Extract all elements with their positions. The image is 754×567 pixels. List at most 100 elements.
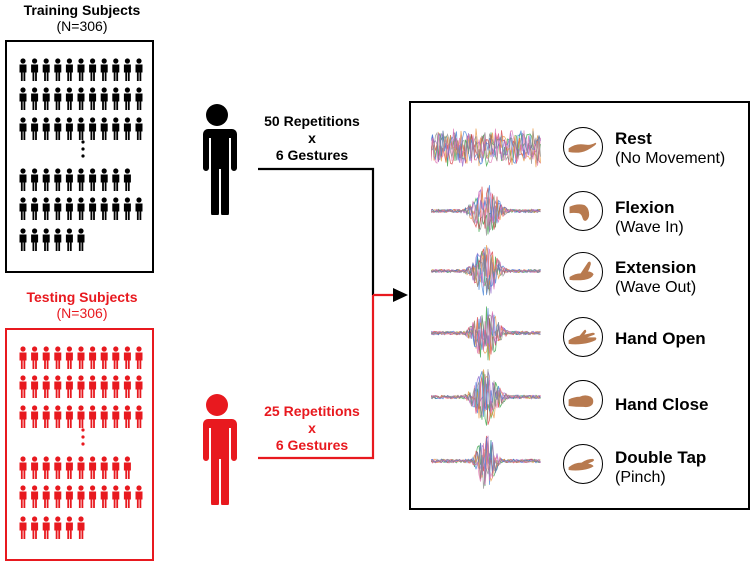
training-gestures: 6 Gestures — [275, 147, 349, 163]
person-icon — [123, 168, 131, 191]
person-icon — [42, 58, 50, 81]
gestures-panel: Rest (No Movement) Flexion (Wave In) Ext… — [409, 101, 750, 510]
testing-connector-line — [258, 295, 375, 460]
emg-trace — [431, 369, 541, 426]
gesture-rest-name: Rest — [615, 129, 652, 148]
emg-trace — [431, 306, 541, 361]
person-icon — [42, 516, 50, 539]
gesture-rest-sub: (No Movement) — [615, 150, 726, 167]
person-icon — [42, 346, 50, 369]
person-icon — [112, 87, 120, 110]
person-icon — [123, 485, 131, 508]
person-icon — [65, 405, 73, 428]
person-icon — [77, 117, 85, 140]
person-icon — [89, 87, 97, 110]
person-icon — [54, 197, 62, 220]
person-icon — [89, 346, 97, 369]
person-icon — [77, 58, 85, 81]
hand-close-icon — [563, 380, 603, 420]
person-icon — [123, 375, 131, 398]
person-icon — [42, 117, 50, 140]
testing-gestures: 6 Gestures — [275, 437, 349, 453]
testing-people-grid — [19, 346, 143, 539]
training-protocol-label: 50 Repetitions x 6 Gestures — [252, 113, 372, 164]
person-icon — [31, 58, 39, 81]
gesture-hand-open: Hand Open — [615, 329, 706, 349]
person-icon — [77, 375, 85, 398]
person-icon — [77, 346, 85, 369]
person-icon — [100, 405, 108, 428]
gesture-extension: Extension (Wave Out) — [615, 258, 696, 298]
gesture-hand-open-name: Hand Open — [615, 329, 706, 348]
person-icon — [31, 168, 39, 191]
person-icon — [135, 197, 143, 220]
person-icon — [19, 485, 27, 508]
person-icon — [77, 197, 85, 220]
person-icon — [42, 228, 50, 251]
emg-trace — [431, 128, 541, 168]
person-icon — [54, 456, 62, 479]
person-icon — [31, 405, 39, 428]
training-people-grid — [19, 58, 143, 251]
gesture-double-tap-name: Double Tap — [615, 448, 707, 467]
gesture-rest: Rest (No Movement) — [615, 129, 725, 169]
person-icon — [77, 485, 85, 508]
extension-hand-icon — [563, 252, 603, 292]
testing-person-icon — [202, 394, 237, 505]
person-icon — [65, 197, 73, 220]
ellipsis-dot — [81, 140, 85, 144]
testing-title-label: Testing Subjects — [26, 289, 138, 305]
person-icon — [19, 228, 27, 251]
person-icon — [135, 485, 143, 508]
person-icon — [42, 87, 50, 110]
person-icon — [100, 456, 108, 479]
person-icon — [31, 375, 39, 398]
person-icon — [112, 346, 120, 369]
person-icon — [77, 87, 85, 110]
person-icon — [31, 228, 39, 251]
gesture-flexion-name: Flexion — [615, 198, 675, 217]
person-icon — [100, 168, 108, 191]
person-icon — [65, 87, 73, 110]
merge-arrow-head — [393, 288, 408, 302]
person-icon — [112, 117, 120, 140]
training-count-label: (N=306) — [56, 18, 108, 34]
ellipsis-dot — [81, 435, 85, 439]
person-icon — [54, 168, 62, 191]
person-icon — [112, 405, 120, 428]
person-icon — [65, 168, 73, 191]
ellipsis-dot — [81, 154, 85, 158]
ellipsis-dot — [81, 428, 85, 432]
person-icon — [19, 375, 27, 398]
person-icon — [65, 346, 73, 369]
person-icon — [123, 456, 131, 479]
person-icon — [54, 375, 62, 398]
person-icon — [19, 516, 27, 539]
person-icon — [100, 117, 108, 140]
person-icon — [123, 58, 131, 81]
person-icon — [123, 87, 131, 110]
person-icon — [89, 485, 97, 508]
testing-count-label: (N=306) — [56, 305, 108, 321]
person-icon — [77, 168, 85, 191]
person-icon — [65, 58, 73, 81]
person-icon — [100, 58, 108, 81]
person-icon — [42, 197, 50, 220]
person-icon — [65, 117, 73, 140]
person-icon — [89, 405, 97, 428]
person-icon — [100, 197, 108, 220]
person-icon — [77, 516, 85, 539]
person-icon — [19, 87, 27, 110]
person-icon — [31, 197, 39, 220]
gesture-flexion: Flexion (Wave In) — [615, 198, 684, 238]
person-icon — [135, 405, 143, 428]
testing-protocol-label: 25 Repetitions x 6 Gestures — [252, 403, 372, 454]
person-icon — [112, 456, 120, 479]
person-icon — [89, 117, 97, 140]
person-icon — [42, 485, 50, 508]
person-icon — [19, 197, 27, 220]
emg-trace — [431, 435, 541, 489]
person-icon — [100, 87, 108, 110]
person-icon — [54, 228, 62, 251]
gesture-flexion-sub: (Wave In) — [615, 219, 684, 236]
